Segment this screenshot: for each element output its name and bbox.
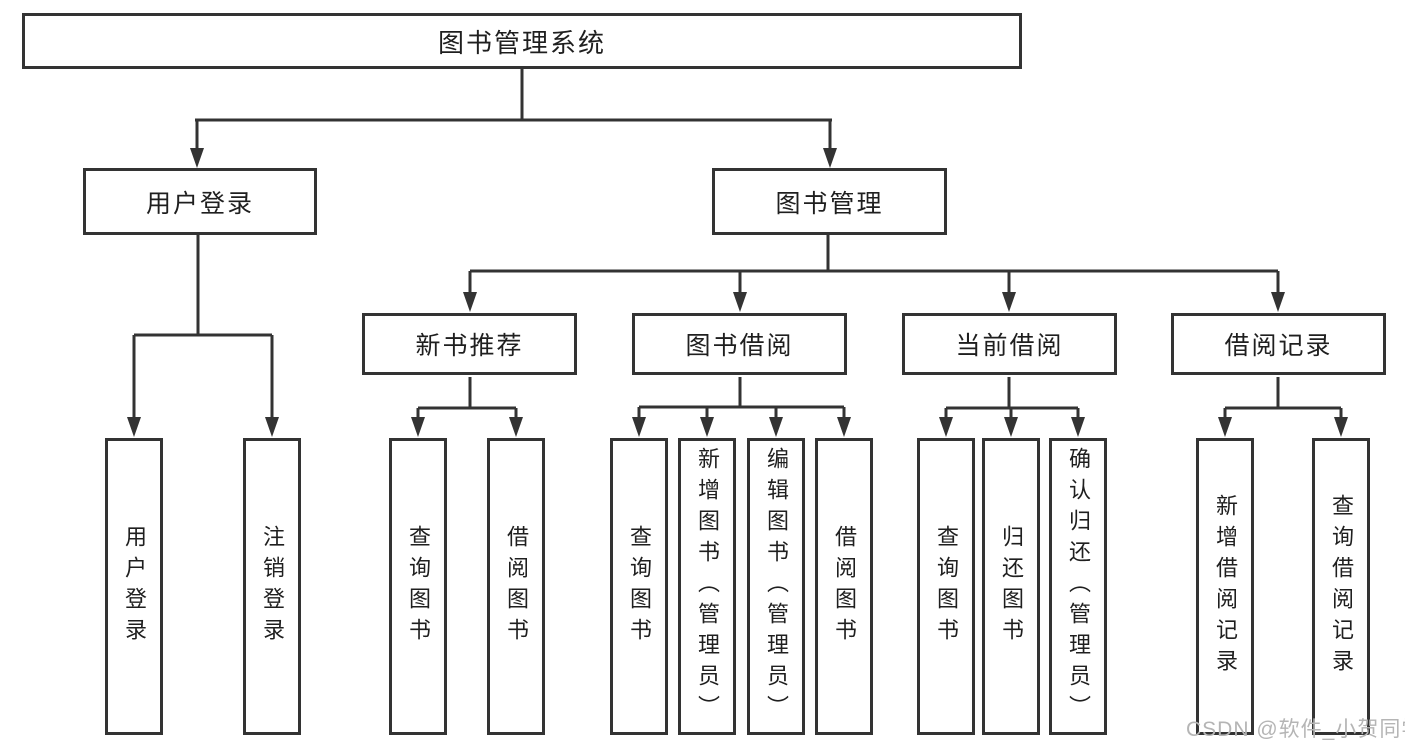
node-book-borrow: 图书借阅 — [632, 313, 847, 375]
node-label: 当前借阅 — [955, 332, 1064, 360]
node-root-library-system: 图书管理系统 — [22, 13, 1022, 69]
node-label: 查询借阅记录 — [1329, 493, 1354, 680]
leaf-add-books-admin: 新增图书（管理员） — [678, 438, 736, 735]
node-label: 借阅图书 — [504, 524, 529, 649]
csdn-watermark: CSDN @软件_小贺同学 — [1186, 718, 1405, 741]
node-book-management: 图书管理 — [712, 168, 947, 235]
node-label: 查询图书 — [627, 524, 652, 649]
connector-book-management-to-level3 — [463, 235, 1285, 312]
leaf-recommend-borrow-books: 借阅图书 — [487, 438, 545, 735]
node-user-login: 用户登录 — [83, 168, 317, 235]
leaf-add-borrow-record: 新增借阅记录 — [1196, 438, 1254, 735]
node-label: 新增图书（管理员） — [695, 447, 720, 726]
node-label: 图书管理 — [775, 189, 884, 218]
connector-root-to-level2 — [190, 68, 837, 168]
leaf-return-books: 归还图书 — [982, 438, 1040, 735]
node-label: 查询图书 — [934, 524, 959, 649]
node-label: 归还图书 — [999, 524, 1024, 649]
leaf-recommend-query-books: 查询图书 — [389, 438, 447, 735]
connector-current-borrow-to-leaves — [939, 377, 1085, 437]
node-label: 新增借阅记录 — [1213, 493, 1238, 680]
node-label: 借阅图书 — [832, 524, 857, 649]
node-current-borrow: 当前借阅 — [902, 313, 1117, 375]
leaf-edit-books-admin: 编辑图书（管理员） — [747, 438, 805, 735]
node-label: 新书推荐 — [415, 332, 524, 360]
leaf-query-borrow-record: 查询借阅记录 — [1312, 438, 1370, 735]
node-label: 借阅记录 — [1224, 332, 1333, 360]
leaf-borrow-books: 借阅图书 — [815, 438, 873, 735]
node-label: 用户登录 — [122, 524, 147, 649]
connector-new-book-recommend-to-leaves — [411, 377, 523, 437]
connector-book-borrow-to-leaves — [632, 377, 851, 437]
node-label: 编辑图书（管理员） — [764, 447, 789, 726]
leaf-borrow-query-books: 查询图书 — [610, 438, 668, 735]
node-label: 注销登录 — [260, 524, 285, 649]
connector-user-login-to-leaves — [127, 235, 279, 437]
leaf-confirm-return-admin: 确认归还（管理员） — [1049, 438, 1107, 735]
node-label: 图书借阅 — [685, 332, 794, 360]
node-new-book-recommend: 新书推荐 — [362, 313, 577, 375]
leaf-current-query-books: 查询图书 — [917, 438, 975, 735]
node-label: 图书管理系统 — [437, 27, 606, 58]
node-borrow-records: 借阅记录 — [1171, 313, 1386, 375]
node-label: 查询图书 — [406, 524, 431, 649]
leaf-logout: 注销登录 — [243, 438, 301, 735]
node-label: 用户登录 — [145, 189, 254, 218]
connector-borrow-records-to-leaves — [1218, 377, 1348, 437]
leaf-user-login: 用户登录 — [105, 438, 163, 735]
node-label: 确认归还（管理员） — [1066, 447, 1091, 726]
